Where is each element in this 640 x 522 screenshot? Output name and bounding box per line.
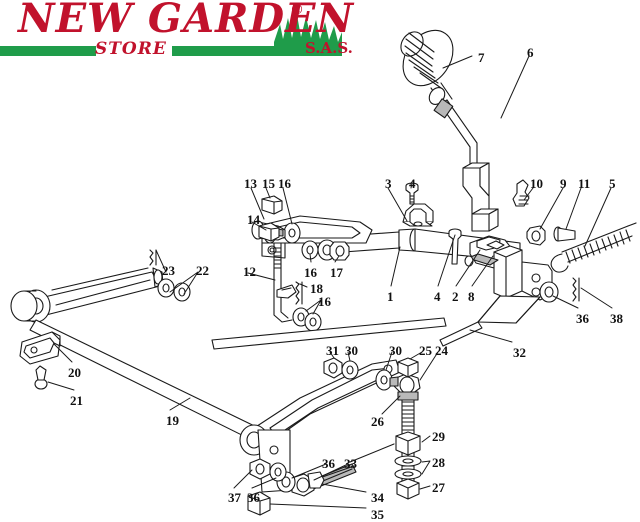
- callout-number-33: 33: [344, 456, 357, 471]
- shift-lever-rod-part-6: [433, 98, 478, 169]
- logo-green-bar-left: [0, 46, 96, 56]
- callout-number-34: 34: [371, 490, 384, 505]
- callout-number-1: 1: [387, 289, 394, 304]
- ball-joint-part-34: [291, 471, 325, 497]
- washer-part-9: [526, 225, 546, 246]
- nut-part-14: [258, 222, 280, 242]
- callout-number-21: 21: [70, 393, 83, 408]
- callout-number-15: 15: [262, 176, 275, 191]
- clamp-bracket-part-3: [402, 203, 434, 227]
- logo-grass-icon: [274, 15, 342, 56]
- callout-number-35: 35: [371, 507, 384, 522]
- nut-part-13: [261, 195, 283, 215]
- washer-part-36-left: [269, 462, 287, 482]
- callout-number-10: 10: [530, 176, 543, 191]
- callout-number-5: 5: [609, 176, 616, 191]
- clip-part-23: [149, 249, 157, 266]
- leader-lines: [47, 55, 613, 509]
- callout-number-9: 9: [560, 176, 567, 191]
- callout-number-11: 11: [578, 176, 591, 191]
- callout-number-16: 16: [318, 294, 331, 309]
- new-garden-store-logo: NEW GARDEN ® STORE S.A.S.: [0, 0, 353, 62]
- callout-number-25: 25: [419, 343, 432, 358]
- callout-number-12: 12: [243, 264, 256, 279]
- rod-end-washers-16: [292, 307, 322, 332]
- callout-number-30: 30: [389, 343, 402, 358]
- spring-hook-tab-part-10: [512, 179, 530, 207]
- callout-number-18: 18: [310, 281, 323, 296]
- nut-part-37: [249, 458, 271, 480]
- logo-subtitle: STORE: [95, 39, 167, 59]
- logo-wordmark: NEW GARDEN: [18, 0, 355, 42]
- callout-number-30: 30: [345, 343, 358, 358]
- callout-number-20: 20: [68, 365, 81, 380]
- bent-threaded-rod-part-12: [273, 242, 297, 323]
- callout-number-17: 17: [330, 265, 343, 280]
- callout-number-14: 14: [247, 212, 260, 227]
- extension-spring-part-5: [550, 222, 637, 273]
- callout-number-2: 2: [452, 289, 459, 304]
- washer-part-30-left: [341, 360, 359, 380]
- callout-number-28: 28: [432, 455, 445, 470]
- callout-number-36: 36: [322, 456, 335, 471]
- callout-number-3: 3: [385, 176, 392, 191]
- callout-number-4: 4: [434, 289, 441, 304]
- callout-number-7: 7: [478, 50, 485, 65]
- callout-number-8: 8: [468, 289, 475, 304]
- bolt-part-21: [34, 365, 48, 390]
- bolt-part-4-upper: [405, 182, 419, 205]
- callout-number-24: 24: [435, 343, 448, 358]
- left-lower-frame-part-19: [10, 267, 276, 449]
- center-support-bracket: [464, 235, 553, 301]
- callout-number-32: 32: [513, 345, 526, 360]
- nut-part-27: [396, 478, 420, 500]
- callout-number-23: 23: [162, 263, 175, 278]
- callout-number-13: 13: [244, 176, 257, 191]
- nut-part-31: [323, 357, 343, 379]
- nut-part-35: [247, 491, 271, 516]
- clip-part-38: [572, 277, 580, 302]
- callout-number-29: 29: [432, 429, 445, 444]
- registered-trademark-icon: ®: [290, 2, 304, 18]
- callout-number-37: 37: [228, 490, 241, 505]
- callout-number-31: 31: [326, 343, 339, 358]
- retaining-clip-part-18: [295, 281, 303, 305]
- logo-company-suffix: S.A.S.: [305, 39, 353, 57]
- lever-bracket-upper: [462, 162, 499, 232]
- callout-number-36: 36: [247, 490, 260, 505]
- washers-part-22: [157, 278, 191, 302]
- callout-number-4: 4: [409, 176, 416, 191]
- callout-number-19: 19: [166, 413, 179, 428]
- ball-joint-part-24: [389, 373, 421, 395]
- right-pivot-washer-36: [539, 281, 559, 303]
- lower-right-arm-part-32: [211, 295, 541, 350]
- nut-part-29: [395, 431, 421, 456]
- callout-number-26: 26: [371, 414, 384, 429]
- callout-number-36: 36: [576, 311, 589, 326]
- callout-number-27: 27: [432, 480, 445, 495]
- pin-washer-16: [283, 222, 301, 244]
- callout-number-38: 38: [610, 311, 623, 326]
- washer-cluster-16-17: [301, 239, 350, 261]
- washers-part-28: [394, 455, 422, 480]
- callout-number-16: 16: [304, 265, 317, 280]
- logo-green-bar-right: [172, 46, 280, 56]
- bolt-part-11: [553, 226, 576, 242]
- callout-number-6: 6: [527, 45, 534, 60]
- washer-part-30-right: [375, 369, 393, 391]
- callout-number-16: 16: [278, 176, 291, 191]
- support-plate-part-20: [19, 331, 61, 365]
- callout-number-22: 22: [196, 263, 209, 278]
- nut-part-25: [397, 357, 419, 378]
